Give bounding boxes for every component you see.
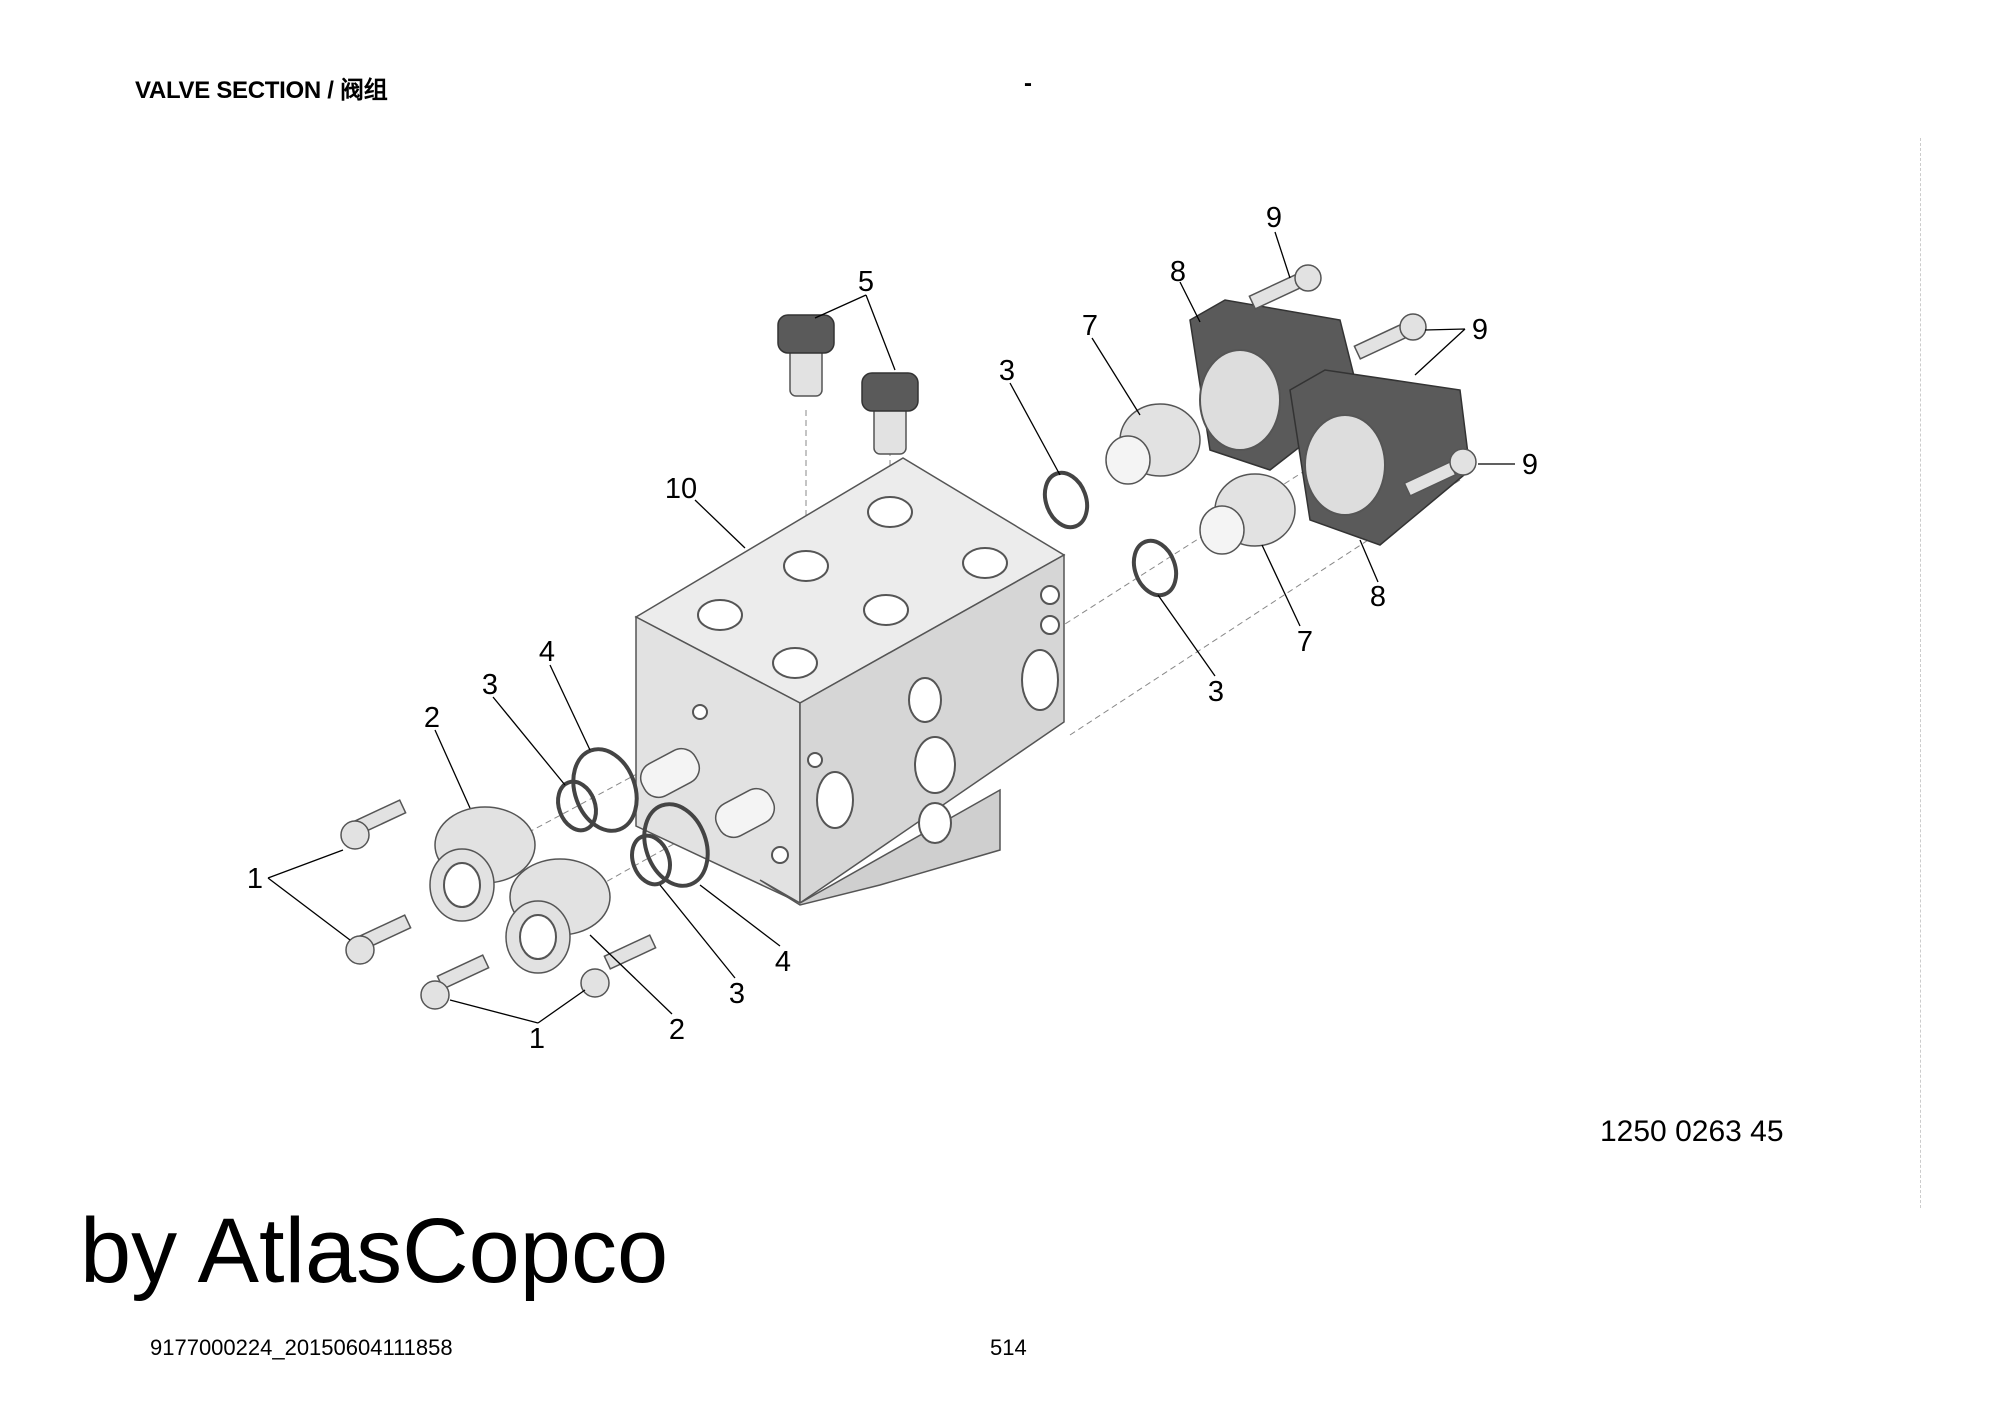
- callout-4: 4: [775, 946, 791, 978]
- dark-flanges: [1189, 299, 1471, 546]
- callout-10: 10: [665, 473, 697, 505]
- callout-4: 4: [539, 636, 555, 668]
- callout-2: 2: [669, 1014, 685, 1046]
- diagram-part-number: 1250 0263 45: [1600, 1115, 1784, 1148]
- callout-3: 3: [1208, 676, 1224, 708]
- watermark: by AtlasCopco: [80, 1200, 669, 1302]
- callout-3: 3: [482, 669, 498, 701]
- callout-3: 3: [729, 978, 745, 1010]
- callout-8: 8: [1170, 256, 1186, 288]
- port-flanges: [429, 806, 611, 974]
- callout-3: 3: [999, 355, 1015, 387]
- callout-9: 9: [1522, 449, 1538, 481]
- o-rings: [556, 470, 1179, 888]
- valve-block: [634, 457, 1066, 906]
- margin-divider: [1920, 138, 1921, 1208]
- header-separator: -: [1024, 70, 1032, 97]
- callout-7: 7: [1297, 626, 1313, 658]
- callout-5: 5: [858, 266, 874, 298]
- callout-9: 9: [1266, 202, 1282, 234]
- document-code: 9177000224_20150604111858: [150, 1335, 453, 1360]
- callout-9: 9: [1472, 314, 1488, 346]
- spring-cartridges: [1105, 403, 1296, 555]
- callout-1: 1: [529, 1023, 545, 1055]
- page-number: 514: [990, 1335, 1027, 1360]
- callout-1: 1: [247, 863, 263, 895]
- leader-lines: [267, 231, 1515, 1024]
- callout-8: 8: [1370, 581, 1386, 613]
- page-title: VALVE SECTION / 阀组: [135, 77, 388, 104]
- callout-7: 7: [1082, 310, 1098, 342]
- plug-parts: [777, 314, 919, 455]
- callout-2: 2: [424, 702, 440, 734]
